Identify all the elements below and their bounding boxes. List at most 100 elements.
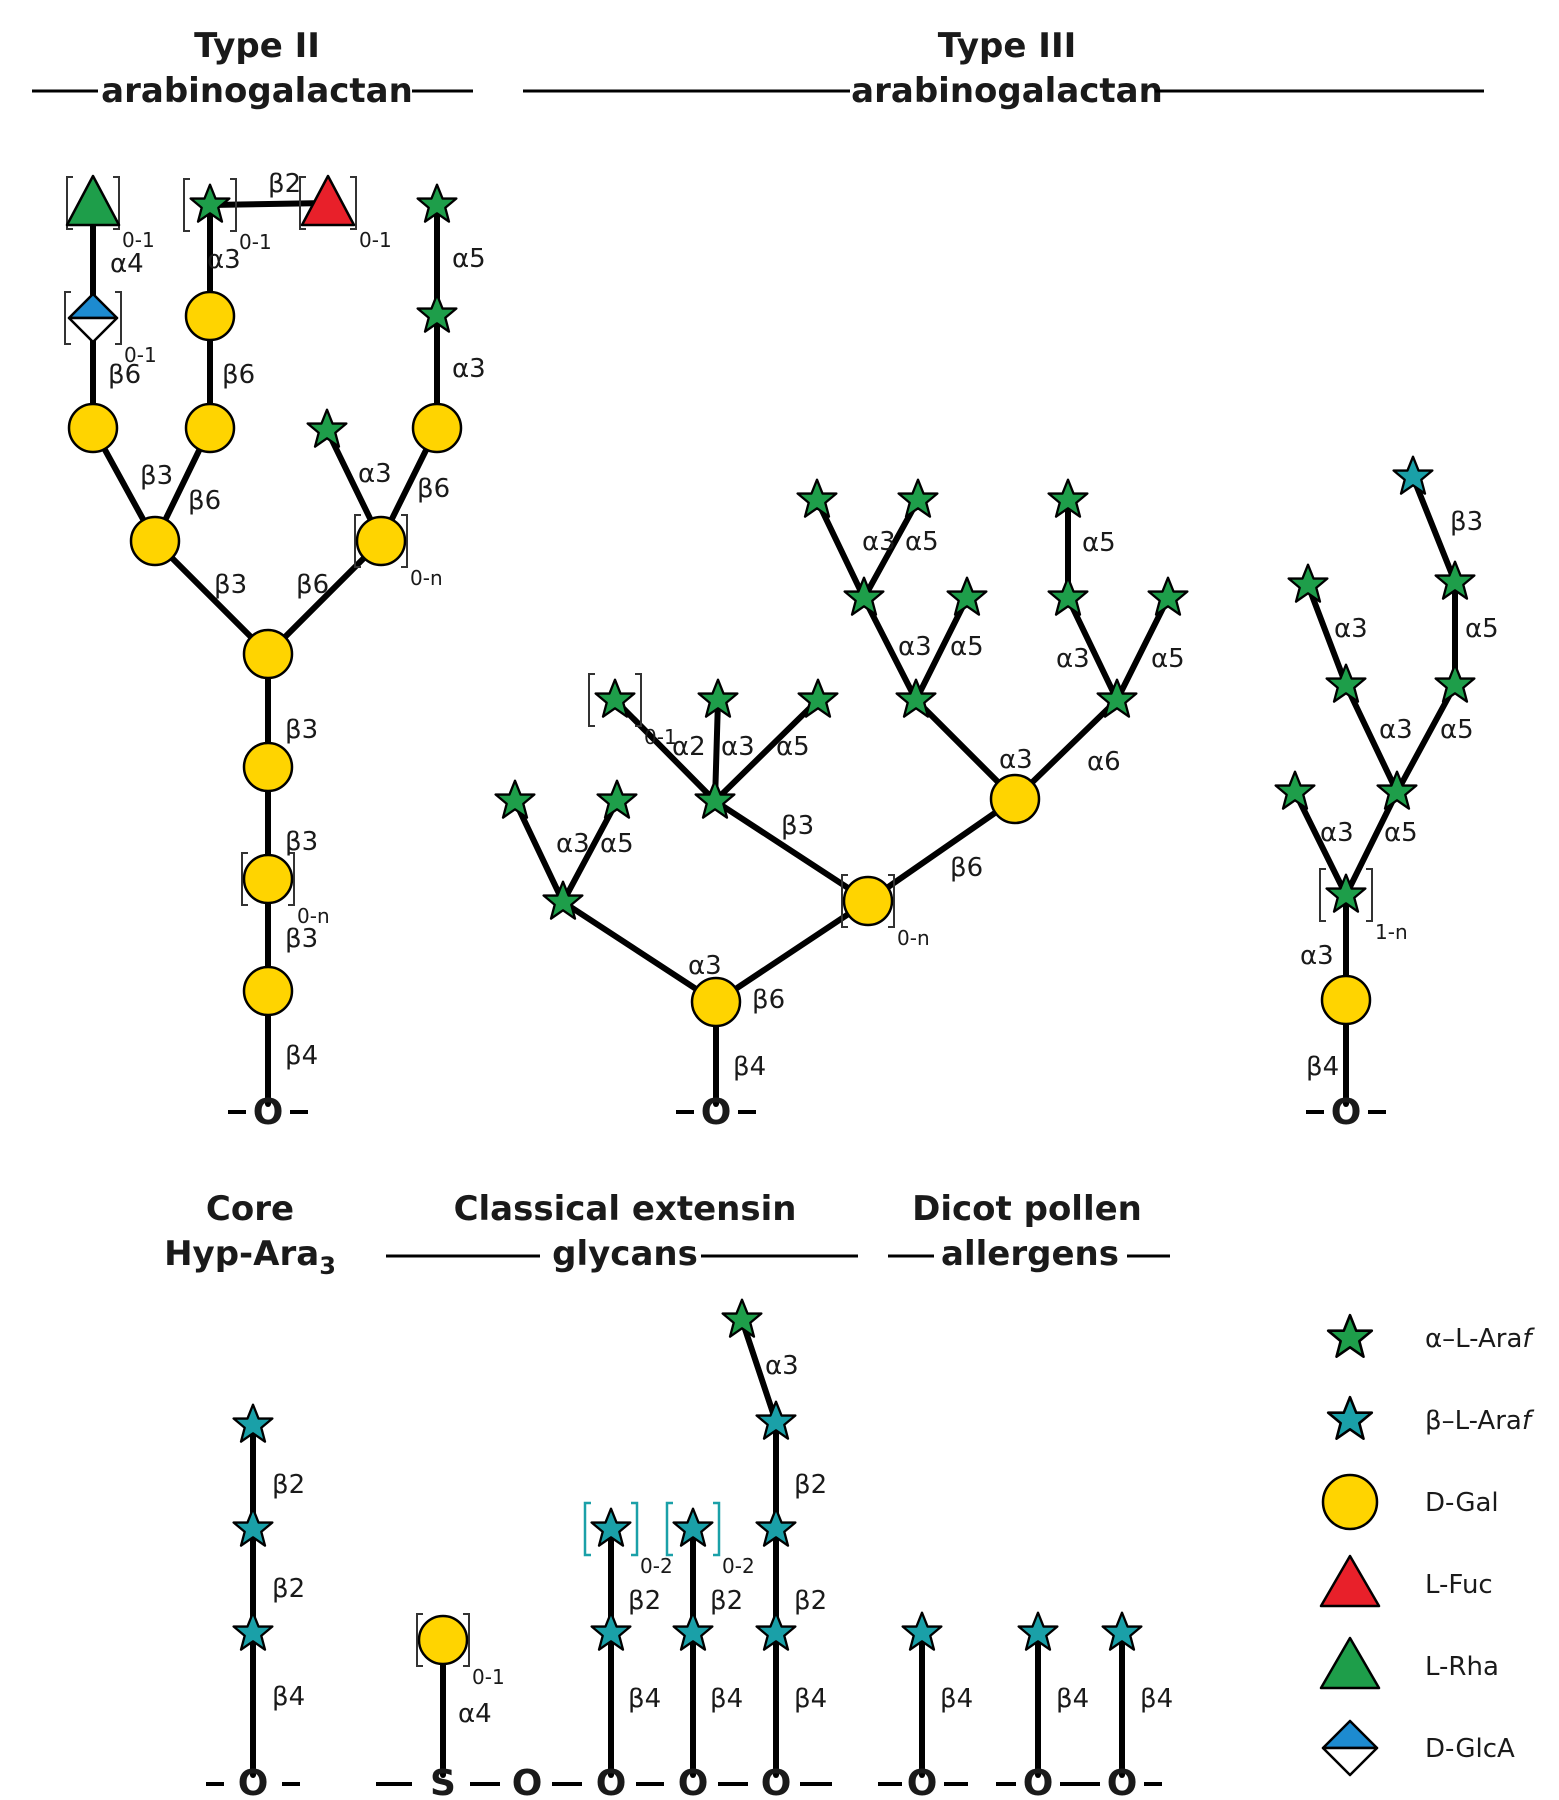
linkage-label: β3 bbox=[140, 461, 173, 491]
title-core-main: Hyp-Ara bbox=[164, 1234, 319, 1274]
linkage-label: α4 bbox=[458, 1699, 492, 1729]
linkage-label: β6 bbox=[222, 360, 255, 390]
galactose-residue bbox=[242, 628, 294, 680]
linkage-label: α2 bbox=[672, 732, 706, 762]
repeat-bracket bbox=[299, 176, 306, 230]
linkage-label: α3 bbox=[1056, 644, 1090, 674]
repeat-count-label: 0-2 bbox=[640, 1554, 673, 1578]
linkage-label: β2 bbox=[272, 1574, 305, 1604]
legend-item: L-Fuc bbox=[1319, 1554, 1493, 1608]
bond bbox=[713, 898, 871, 1005]
linkage-label: α4 bbox=[110, 249, 144, 279]
repeat-count-label: 0-1 bbox=[359, 228, 392, 252]
linkage-label: β3 bbox=[781, 811, 814, 841]
legend-label-main: α–L-Ara bbox=[1425, 1324, 1522, 1354]
hydroxyproline-anchor: O bbox=[238, 1763, 269, 1800]
legend-label-main: L-Fuc bbox=[1425, 1570, 1493, 1600]
alpha-arabinofuranose-residue bbox=[897, 478, 939, 518]
repeat-count-label: 0-1 bbox=[644, 725, 677, 749]
linkage-label: β2 bbox=[794, 1586, 827, 1616]
repeat-bracket bbox=[463, 1613, 470, 1667]
title-core-sub: 3 bbox=[319, 1252, 336, 1280]
linkage-label: α5 bbox=[1082, 528, 1116, 558]
linkage-label: α3 bbox=[1320, 818, 1354, 848]
alpha-arabinofuranose-residue bbox=[1287, 563, 1329, 603]
linkage-label: β4 bbox=[272, 1682, 305, 1712]
legend-label-italic: f bbox=[1522, 1324, 1535, 1354]
bond bbox=[861, 497, 921, 601]
repeat-bracket bbox=[350, 176, 357, 230]
linkage-label: β2 bbox=[272, 1470, 305, 1500]
hydroxyproline-anchor: O bbox=[1331, 1092, 1362, 1133]
linkage-label: β2 bbox=[710, 1586, 743, 1616]
legend-label-italic: f bbox=[1522, 1406, 1535, 1436]
bond bbox=[739, 1317, 779, 1425]
bond bbox=[913, 595, 970, 703]
linkage-label: α3 bbox=[452, 354, 486, 384]
legend-item: L-Rha bbox=[1319, 1636, 1499, 1690]
repeat-bracket bbox=[588, 673, 595, 727]
title-extensin-line1: Classical extensin bbox=[454, 1189, 797, 1229]
linkage-label: β6 bbox=[188, 486, 221, 516]
galactose-residue bbox=[184, 402, 236, 454]
title-core-line2: Hyp-Ara3 bbox=[164, 1234, 336, 1280]
linkage-label: β2 bbox=[628, 1586, 661, 1616]
alpha-arabinofuranose-residue bbox=[1325, 663, 1367, 703]
linkage-label: α5 bbox=[600, 829, 634, 859]
alpha-arabinofuranose-residue bbox=[1274, 770, 1316, 810]
title-pollen-line2: allergens bbox=[941, 1234, 1119, 1274]
linkage-label: β3 bbox=[285, 924, 318, 954]
linkage-label: β4 bbox=[940, 1684, 973, 1714]
repeat-bracket bbox=[888, 874, 895, 928]
hydroxyproline-anchor: O bbox=[512, 1763, 543, 1800]
linkage-label: β6 bbox=[752, 985, 785, 1015]
repeat-count-label: 0-1 bbox=[122, 228, 155, 252]
fucose-icon bbox=[1319, 1554, 1381, 1608]
legend-label-main: D-Gal bbox=[1425, 1488, 1499, 1518]
linkage-label: β4 bbox=[1056, 1684, 1089, 1714]
legend-item: α–L-Araf bbox=[1326, 1313, 1535, 1358]
linkage-label: β6 bbox=[108, 360, 141, 390]
hydroxyproline-anchor: O bbox=[1023, 1763, 1054, 1800]
legend-label: α–L-Araf bbox=[1425, 1324, 1535, 1354]
repeat-bracket bbox=[665, 1501, 673, 1557]
linkage-label: β6 bbox=[417, 474, 450, 504]
alpha-arabinofuranose-residue bbox=[1147, 576, 1189, 616]
title-pollen-line1: Dicot pollen bbox=[912, 1189, 1142, 1229]
glucuronic-acid-icon bbox=[1321, 1719, 1379, 1750]
bond bbox=[152, 538, 271, 657]
alpha-arabinofuranose-residue bbox=[596, 779, 638, 819]
monosaccharide-residues bbox=[65, 174, 1476, 1666]
alpha-arabinofuranose-residue bbox=[1047, 576, 1089, 616]
title-type2-line1: Type II bbox=[194, 26, 320, 66]
linkage-label: α5 bbox=[1440, 715, 1474, 745]
linkage-label: α3 bbox=[999, 745, 1033, 775]
linkage-label: β4 bbox=[733, 1052, 766, 1082]
repeat-bracket bbox=[1366, 868, 1373, 922]
titles: Type II arabinogalactan Type III arabino… bbox=[32, 26, 1484, 1280]
legend-label: β–L-Araf bbox=[1425, 1406, 1535, 1436]
linkage-label: β3 bbox=[214, 570, 247, 600]
linkage-label: α3 bbox=[207, 245, 241, 275]
linkage-label: β4 bbox=[1140, 1684, 1173, 1714]
hydroxyproline-anchor: O bbox=[907, 1763, 938, 1800]
bond bbox=[1343, 682, 1400, 795]
galactose-residue bbox=[1320, 974, 1372, 1026]
repeat-bracket bbox=[183, 178, 190, 232]
alpha-arabinofuranose-residue bbox=[1376, 770, 1418, 810]
alpha-arabinofuranose-residue bbox=[494, 779, 536, 819]
legend-label-main: L-Rha bbox=[1425, 1652, 1499, 1682]
bond bbox=[1343, 789, 1400, 898]
galactose-residue bbox=[690, 976, 742, 1028]
legend-label-main: β–L-Ara bbox=[1425, 1406, 1522, 1436]
repeat-bracket bbox=[230, 178, 237, 232]
linkage-label: α5 bbox=[776, 732, 810, 762]
repeat-brackets bbox=[64, 176, 1373, 1667]
hydroxyproline-anchor: O bbox=[596, 1763, 627, 1800]
alpha-arabinofuranose-residue bbox=[721, 1298, 763, 1338]
hydroxyproline-anchor: O bbox=[678, 1763, 709, 1800]
linkage-label: β2 bbox=[268, 169, 301, 199]
bond bbox=[712, 697, 821, 804]
hydroxyproline-anchor: O bbox=[1107, 1763, 1138, 1800]
